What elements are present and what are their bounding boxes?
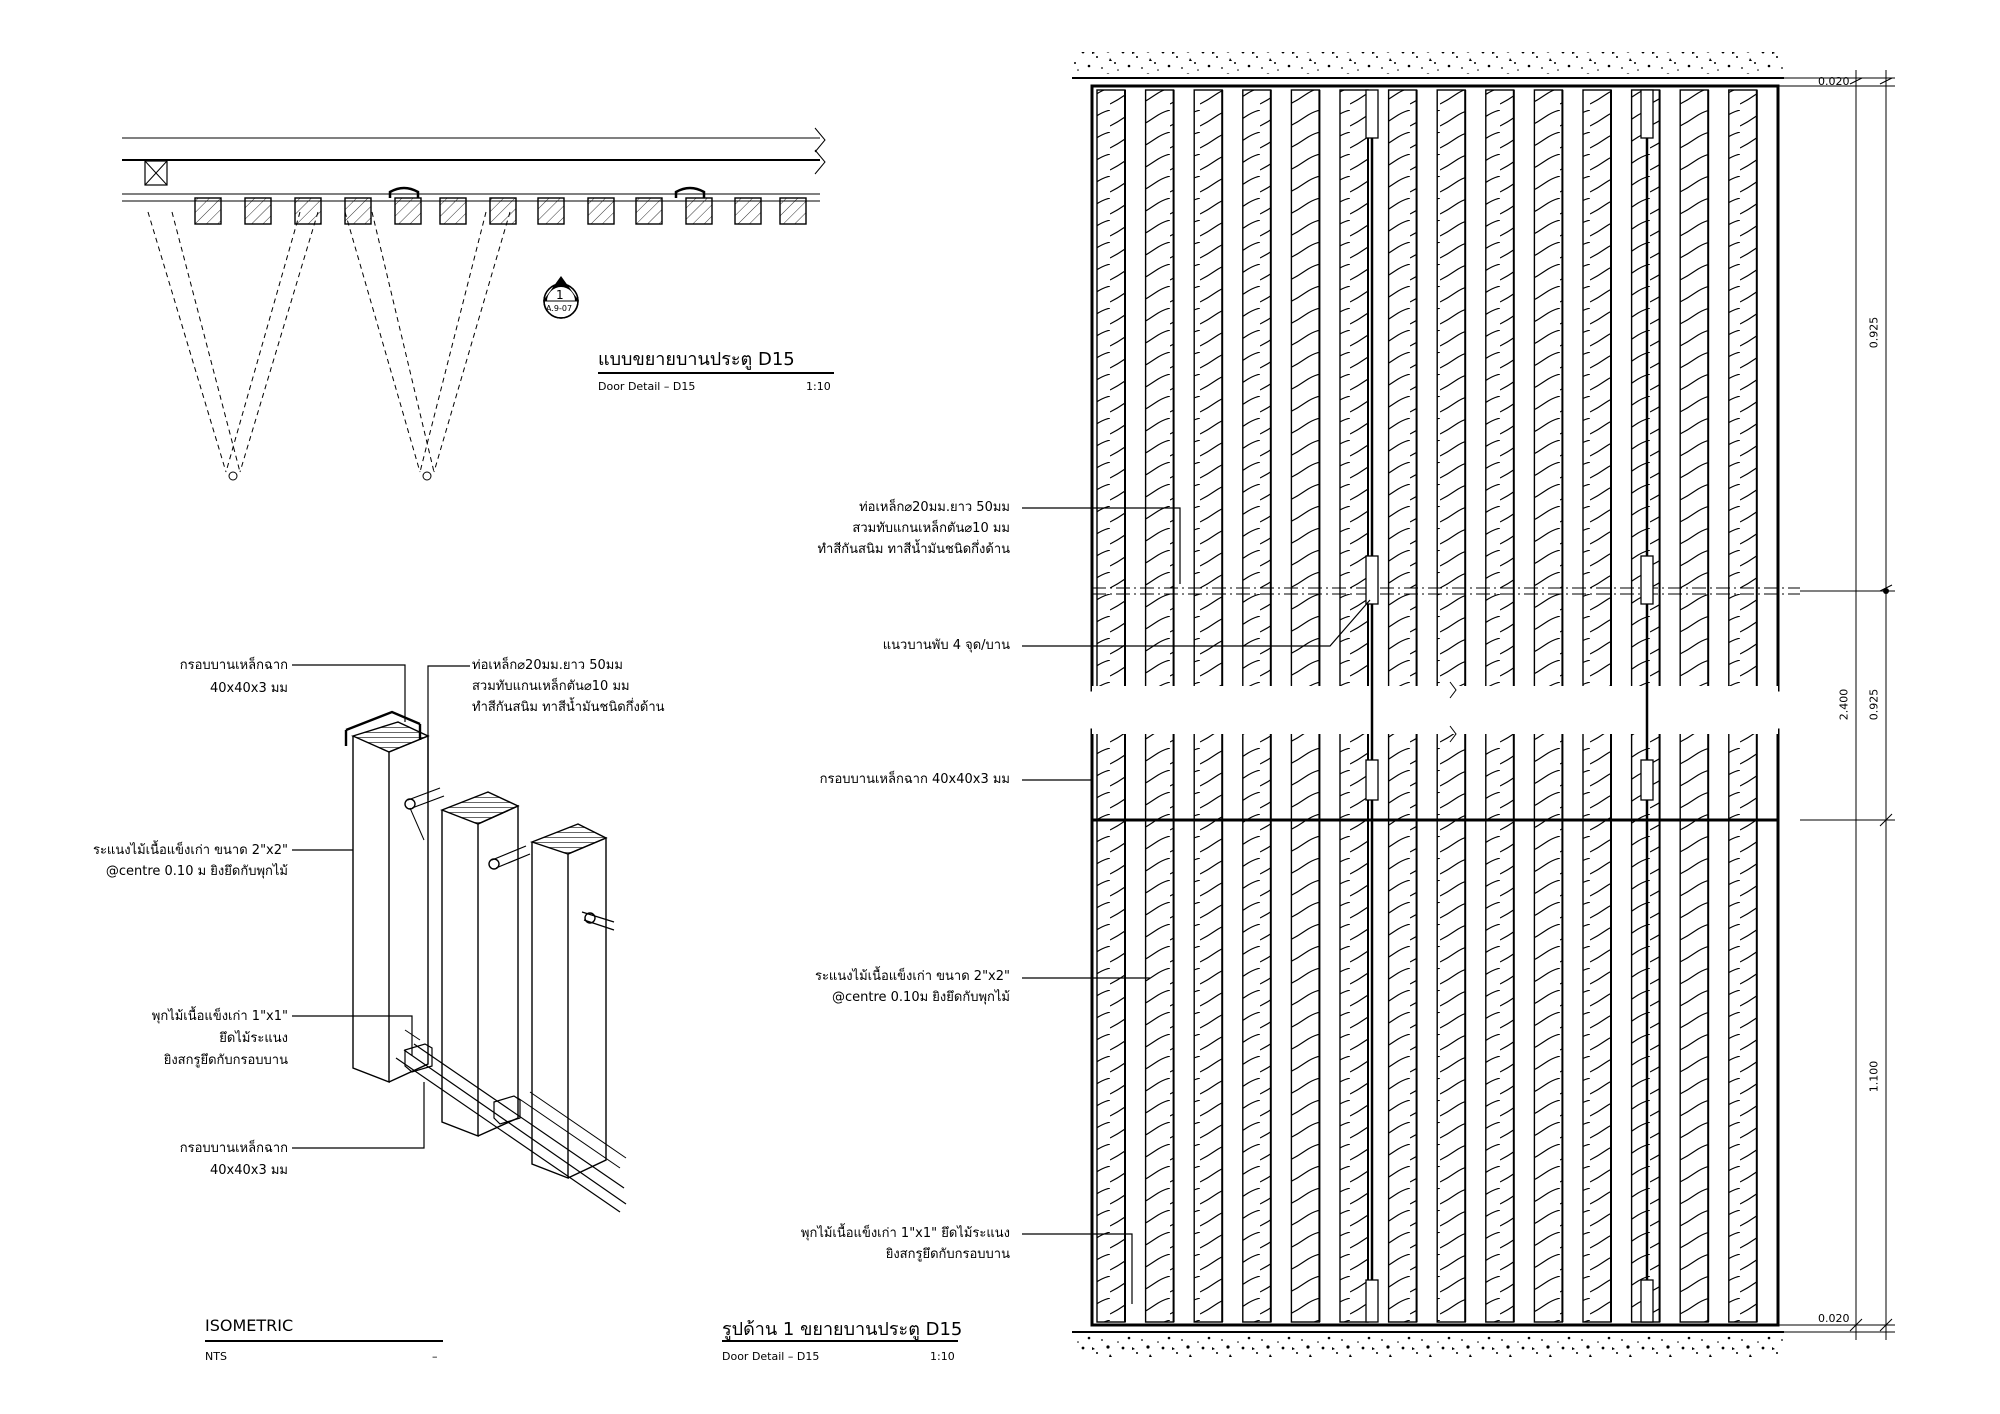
- plan-slat: [194, 197, 222, 225]
- plan-slat: [244, 197, 272, 225]
- elevation-slat: [1096, 729, 1126, 1323]
- elevation-slat: [1339, 729, 1369, 1323]
- iso-frame-top-label-2: 40x40x3 มม: [209, 681, 288, 696]
- hinge-icon: [1640, 555, 1654, 605]
- plan-hinge-icon: [388, 186, 420, 198]
- section-marker-number: 1: [556, 288, 564, 302]
- elevation-slat: [1533, 89, 1564, 691]
- leaders: [292, 507, 1371, 1304]
- isometric-subtitle: NTS: [205, 1350, 227, 1363]
- elev-slat-label-2: @centre 0.10ม ยิงยึดกับพุกไม้: [831, 990, 1010, 1005]
- dim-upper: 0.925: [1867, 316, 1881, 349]
- elevation-slat: [1582, 89, 1612, 691]
- elevation-slat: [1242, 729, 1272, 1323]
- hinge-icon: [1365, 89, 1379, 139]
- plan-detail: [122, 127, 826, 481]
- iso-frame-top-label-1: กรอบบานเหล็กฉาก: [179, 658, 288, 673]
- elev-block-label-2: ยิงสกรูยึดกับกรอบบาน: [885, 1247, 1010, 1262]
- isometric-scale: –: [432, 1350, 438, 1363]
- hinge-icon: [1640, 1279, 1654, 1323]
- plan-slat: [779, 197, 807, 225]
- iso-pipe-label-3: ทำสีกันสนิม ทาสีน้ำมันชนิดกึ่งด้าน: [472, 700, 665, 715]
- plan-slat: [344, 197, 372, 225]
- elevation-slat: [1387, 89, 1418, 691]
- elevation-slat: [1679, 89, 1709, 691]
- elev-pipe-label-3: ทำสีกันสนิม ทาสีน้ำมันชนิดกึ่งด้าน: [817, 542, 1010, 557]
- iso-block-label-1: พุกไม้เนื้อแข็งเก่า 1"x1": [151, 1009, 288, 1024]
- dim-total: 2.400: [1837, 688, 1851, 721]
- elevation-slat: [1436, 89, 1466, 691]
- elevation-title: รูปด้าน 1 ขยายบานประตู D15: [722, 1319, 963, 1340]
- plan-slat: [685, 197, 713, 225]
- plan-slat: [587, 197, 615, 225]
- iso-block-label-2: ยึดไม้ระแนง: [219, 1031, 288, 1046]
- plan-slat: [489, 197, 517, 225]
- hinge-icon: [1365, 555, 1379, 605]
- elev-pipe-label-1: ท่อเหล็ก⌀20มม.ยาว 50มม: [859, 500, 1010, 515]
- elevation-subtitle: Door Detail – D15: [722, 1350, 820, 1363]
- iso-frame-bottom-label-2: 40x40x3 มม: [209, 1163, 288, 1178]
- elev-pipe-label-2: สวมทับแกนเหล็กตัน⌀10 มม: [852, 521, 1010, 536]
- plan-slat: [635, 197, 663, 225]
- iso-slat-label-1: ระแนงไม้เนื้อแข็งเก่า ขนาด 2"x2": [92, 843, 288, 858]
- iso-block-label-3: ยิงสกรูยึดกับกรอบบาน: [163, 1053, 288, 1068]
- hinge-icon: [1365, 1279, 1379, 1323]
- elevation-slat: [1728, 89, 1758, 691]
- hinge-icon: [1640, 759, 1654, 801]
- elevation-slat: [1242, 89, 1272, 691]
- iso-pipe-label-1: ท่อเหล็ก⌀20มม.ยาว 50มม: [472, 658, 623, 673]
- elevation-slat: [1290, 89, 1321, 691]
- dim-lower: 1.100: [1867, 1060, 1881, 1093]
- plan-title: แบบขยายบานประตู D15: [598, 349, 795, 370]
- elevation-slat: [1533, 729, 1564, 1323]
- elev-frame-label: กรอบบานเหล็กฉาก 40x40x3 มม: [819, 772, 1010, 787]
- elevation-slat: [1144, 89, 1175, 691]
- plan-hinge-icon: [674, 186, 706, 198]
- elevation-slat: [1436, 729, 1466, 1323]
- section-marker-ref: A.9-07: [546, 304, 573, 313]
- elevation-title-underline: [722, 1340, 958, 1342]
- dim-middle: 0.925: [1867, 688, 1881, 721]
- plan-scale: 1:10: [806, 380, 831, 393]
- elevation-slat: [1144, 729, 1175, 1323]
- iso-slat-label-2: @centre 0.10 ม ยิงยึดกับพุกไม้: [105, 864, 288, 879]
- plan-slat: [734, 197, 762, 225]
- elevation-slat: [1728, 729, 1758, 1323]
- section-marker: [543, 276, 579, 319]
- elevation-slat: [1387, 729, 1418, 1323]
- isometric-detail: [344, 710, 627, 1213]
- elev-block-label-1: พุกไม้เนื้อแข็งเก่า 1"x1" ยึดไม้ระแนง: [800, 1226, 1010, 1241]
- elevation-scale: 1:10: [930, 1350, 955, 1363]
- elevation-slat: [1679, 729, 1709, 1323]
- isometric-title-underline: [205, 1340, 443, 1342]
- elevation-slat: [1485, 729, 1515, 1323]
- elevation-slat: [1096, 89, 1126, 691]
- iso-pipe-label-2: สวมทับแกนเหล็กตัน⌀10 มม: [472, 679, 630, 694]
- plan-title-underline: [598, 372, 834, 374]
- elevation-slat: [1339, 89, 1369, 691]
- plan-subtitle: Door Detail – D15: [598, 380, 696, 393]
- plan-slat: [394, 197, 422, 225]
- elev-hinge-label: แนวบานพับ 4 จุด/บาน: [882, 638, 1010, 653]
- dim-bottom-gap: 0.020: [1818, 1312, 1850, 1325]
- plan-slat: [294, 197, 322, 225]
- elevation-slat: [1193, 89, 1223, 691]
- hinge-icon: [1365, 759, 1379, 801]
- iso-frame-bottom-label-1: กรอบบานเหล็กฉาก: [179, 1141, 288, 1156]
- plan-slat: [537, 197, 565, 225]
- plan-slat: [439, 197, 467, 225]
- dim-top-gap: 0.020: [1818, 75, 1850, 88]
- elevation-detail: [1072, 52, 1895, 1358]
- elevation-slat: [1485, 89, 1515, 691]
- isometric-title: ISOMETRIC: [205, 1316, 294, 1335]
- elev-slat-label-1: ระแนงไม้เนื้อแข็งเก่า ขนาด 2"x2": [814, 969, 1010, 984]
- hinge-icon: [1640, 89, 1654, 139]
